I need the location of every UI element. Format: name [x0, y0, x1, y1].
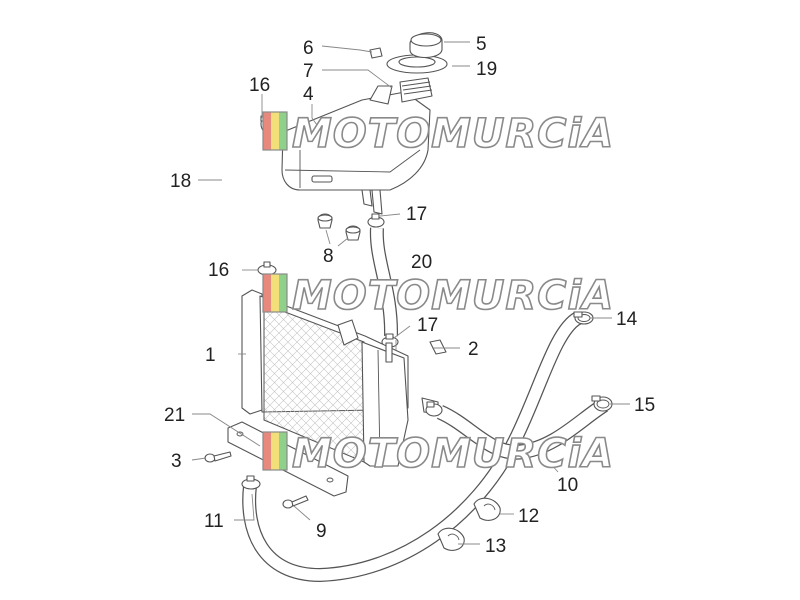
hose-clamp-17-upper	[367, 213, 385, 228]
callout-16-lower: 16	[208, 260, 229, 281]
expansion-tank	[281, 85, 431, 215]
radiator	[241, 289, 439, 467]
watermark-text-top: MOTOMURCiA	[292, 111, 614, 157]
hose-11	[242, 311, 582, 583]
callout-14: 14	[616, 309, 638, 330]
clip-6	[369, 47, 383, 59]
callout-20: 20	[411, 252, 432, 273]
callout-15: 15	[634, 395, 655, 416]
leader-lines	[191, 41, 630, 545]
hose-clamp-15	[591, 395, 613, 412]
callout-19: 19	[476, 59, 497, 80]
callout-11: 11	[204, 511, 224, 532]
clip-12	[473, 497, 501, 521]
callout-7: 7	[303, 61, 314, 82]
hose-18	[208, 113, 274, 263]
screw-9	[282, 495, 309, 509]
callout-21: 21	[164, 405, 185, 426]
hose-clamp-16-lower	[257, 261, 277, 276]
callout-17-upper: 17	[406, 204, 427, 225]
hose-clamp-11	[241, 475, 261, 490]
callout-5: 5	[476, 34, 487, 55]
callout-17-lower: 17	[417, 315, 438, 336]
bracket-21	[227, 421, 349, 497]
hose-clamp-14	[573, 311, 594, 325]
filler-cap-5	[409, 32, 443, 59]
watermark-text-middle: MOTOMURCiA	[292, 273, 614, 319]
hose-20	[369, 227, 399, 337]
hose-10	[436, 398, 609, 460]
callout-4: 4	[303, 84, 314, 105]
callout-9: 9	[316, 521, 327, 542]
hose-clamp-10-radiator	[425, 401, 443, 417]
callout-18: 18	[170, 171, 191, 192]
screw-3	[204, 451, 232, 463]
callout-6: 6	[303, 38, 314, 59]
nut-2	[429, 339, 447, 355]
clip-13	[437, 527, 465, 551]
callout-16-top: 16	[249, 75, 270, 96]
callout-labels: 6 7 4 5 19 16 18 17 8 16 20 17 1 2 21 3 …	[164, 34, 655, 557]
callout-12: 12	[518, 506, 539, 527]
callout-8: 8	[323, 246, 334, 267]
callout-10: 10	[557, 475, 578, 496]
callout-3: 3	[171, 451, 182, 472]
watermark-bottom: MOTOMURCiA	[262, 430, 614, 478]
watermark-middle: MOTOMURCiA	[262, 272, 614, 320]
callout-1: 1	[205, 345, 216, 366]
gasket-19	[386, 54, 448, 74]
watermark-text-bottom: MOTOMURCiA	[292, 431, 614, 477]
filler-neck	[399, 77, 433, 103]
callout-13: 13	[485, 536, 506, 557]
watermark-top: MOTOMURCiA	[262, 110, 614, 158]
grommets-8	[317, 213, 361, 241]
callout-2: 2	[468, 339, 479, 360]
